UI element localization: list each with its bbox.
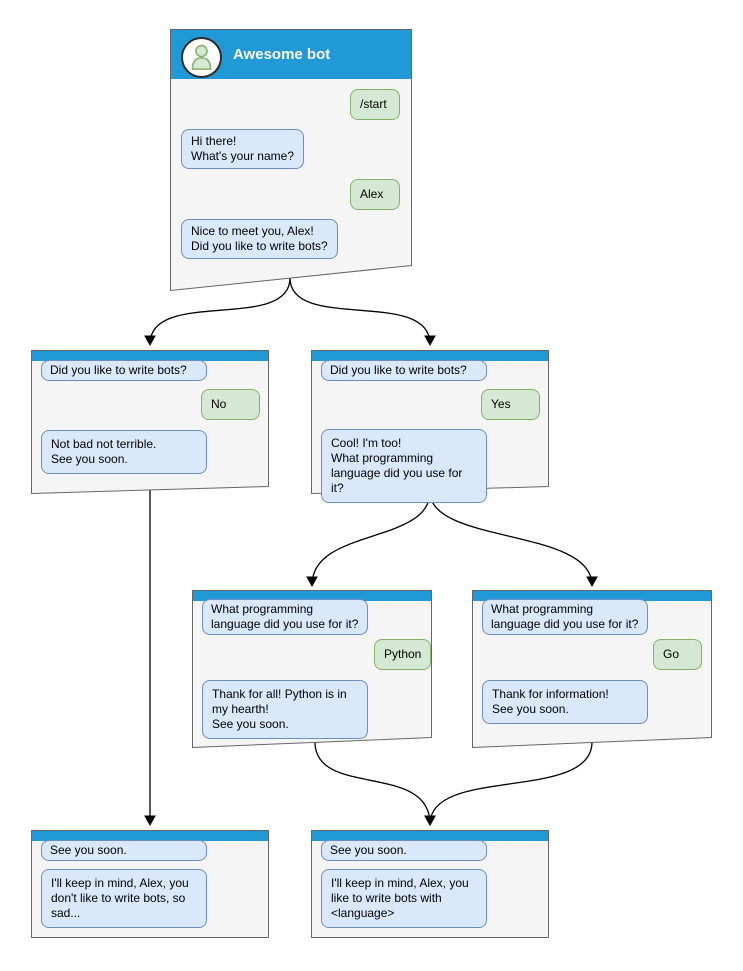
context-message: Did you like to write bots?	[41, 360, 207, 381]
window-title-bar	[312, 831, 548, 841]
bot-message-no-reply: Not bad not terrible. See you soon.	[41, 430, 207, 474]
window-title-bar	[193, 591, 431, 601]
arrow-go-to-final	[424, 741, 593, 827]
bot-message-final-no: I'll keep in mind, Alex, you don't like …	[41, 869, 207, 928]
arrow-yes-to-python	[306, 491, 431, 588]
chat-header: Awesome bot	[171, 30, 411, 79]
window-title-bar	[312, 351, 548, 361]
context-message: What programming language did you use fo…	[202, 599, 368, 635]
user-message-python: Python	[374, 639, 431, 670]
user-message-yes: Yes	[481, 389, 540, 420]
chat-window-branch-yes: Did you like to write bots? Yes Cool! I'…	[311, 350, 549, 503]
bot-message-final-yes: I'll keep in mind, Alex, you like to wri…	[321, 869, 487, 928]
context-message: Did you like to write bots?	[321, 360, 487, 381]
chat-window-branch-go: What programming language did you use fo…	[472, 590, 712, 748]
bot-name: Awesome bot	[233, 46, 331, 63]
user-message-no: No	[201, 389, 260, 420]
chat-window-final-yes: See you soon. I'll keep in mind, Alex, y…	[311, 830, 549, 938]
bot-message-ask-bots: Nice to meet you, Alex! Did you like to …	[181, 219, 338, 259]
arrow-yes-to-go	[429, 491, 598, 588]
arrow-python-to-final	[314, 741, 436, 827]
user-message-start: /start	[350, 89, 400, 120]
user-message-go: Go	[653, 639, 702, 670]
chat-window-branch-no: Did you like to write bots? No Not bad n…	[31, 350, 269, 494]
bot-message-go-reply: Thank for information! See you soon.	[482, 680, 648, 724]
chat-window-main: Awesome bot /start Hi there! What's your…	[170, 29, 412, 291]
person-icon	[191, 44, 212, 70]
bot-avatar	[181, 37, 222, 78]
chat-window-branch-python: What programming language did you use fo…	[192, 590, 432, 748]
window-title-bar	[32, 351, 268, 361]
bot-message-yes-reply: Cool! I'm too! What programming language…	[321, 429, 487, 503]
bot-message-python-reply: Thank for all! Python is in my hearth! S…	[202, 680, 368, 739]
context-message: See you soon.	[321, 840, 487, 861]
bot-message-greeting: Hi there! What's your name?	[181, 129, 305, 169]
window-title-bar	[32, 831, 268, 841]
context-message: What programming language did you use fo…	[482, 599, 648, 635]
window-title-bar	[473, 591, 711, 601]
chat-window-final-no: See you soon. I'll keep in mind, Alex, y…	[31, 830, 269, 938]
context-message: See you soon.	[41, 840, 207, 861]
user-message-name: Alex	[350, 179, 400, 210]
